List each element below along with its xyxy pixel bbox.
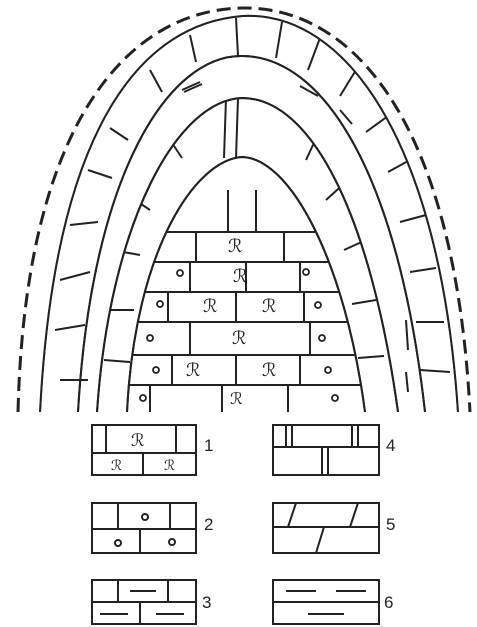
- svg-text:ℛ: ℛ: [131, 431, 145, 451]
- legend-item-4-label: 4: [386, 436, 395, 455]
- svg-text:ℛ: ℛ: [111, 458, 122, 474]
- svg-text:ℛ: ℛ: [232, 328, 246, 349]
- legend-item-3-swatch: [92, 580, 196, 624]
- legend-item-5-label: 5: [386, 515, 395, 534]
- legend-item-2-label: 2: [204, 515, 213, 534]
- svg-text:ℛ: ℛ: [262, 296, 276, 317]
- legend-item-2-swatch: [92, 503, 196, 553]
- core-fossil-brick: [120, 190, 370, 412]
- legend-item-4-swatch: [273, 425, 379, 475]
- svg-text:ℛ: ℛ: [233, 266, 247, 287]
- svg-text:ℛ: ℛ: [203, 296, 217, 317]
- svg-text:ℛ: ℛ: [230, 389, 243, 408]
- legend-item-5-swatch: [273, 503, 379, 553]
- legend-item-1-swatch: ℛ ℛ ℛ: [92, 425, 196, 475]
- legend-item-3-label: 3: [202, 593, 211, 612]
- svg-text:ℛ: ℛ: [164, 458, 175, 474]
- third-brick-band: [104, 98, 384, 412]
- legend-item-6-swatch: [273, 580, 379, 624]
- svg-text:ℛ: ℛ: [228, 236, 242, 257]
- legend: ℛ ℛ ℛ: [92, 425, 379, 624]
- svg-text:ℛ: ℛ: [262, 360, 276, 381]
- outer-dashed-boundary: [18, 8, 470, 412]
- legend-item-6-label: 6: [384, 593, 393, 612]
- band2-outline: [97, 98, 398, 412]
- svg-text:ℛ: ℛ: [186, 360, 200, 381]
- legend-item-1-label: 1: [204, 436, 213, 455]
